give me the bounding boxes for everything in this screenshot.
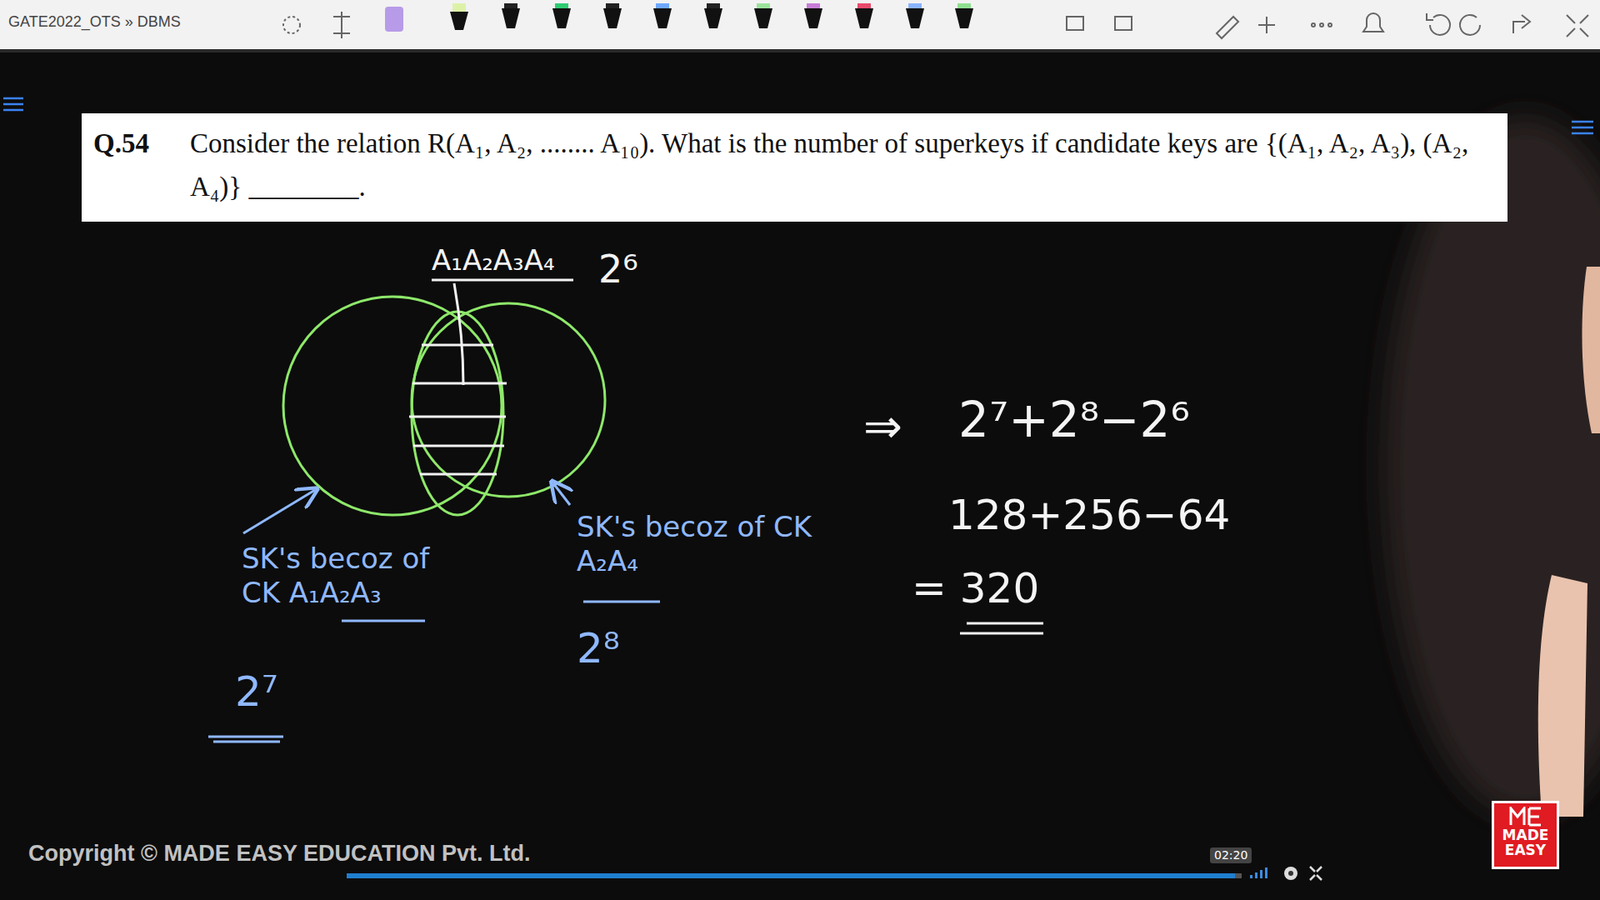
time-tooltip: 02:20 xyxy=(1210,847,1252,864)
implies-symbol: ⇒ xyxy=(863,398,903,455)
result: = 320 xyxy=(911,563,1040,614)
toolbar-icons xyxy=(283,11,1589,39)
attribute-set: A₁A₂A₃A₄ xyxy=(431,243,555,278)
presenter-arm xyxy=(1538,575,1588,817)
count-term: 2⁶ xyxy=(598,246,639,293)
logo-box: MADE EASY xyxy=(1491,800,1560,870)
count-term: 2⁷ xyxy=(235,666,279,717)
logo-monogram xyxy=(1509,806,1543,827)
presenter-shadow xyxy=(1383,116,1600,817)
presenter-face xyxy=(1581,266,1600,434)
player-icons xyxy=(1284,866,1322,880)
callout-text: SK's becoz of CK A₁A₂A₃ xyxy=(241,541,450,610)
progress-rest xyxy=(1235,873,1242,879)
breadcrumb: GATE2022_OTS » DBMS xyxy=(8,13,181,32)
pen-icons xyxy=(385,3,974,32)
logo-text: MADE EASY xyxy=(1497,828,1554,859)
count-term: 2⁸ xyxy=(576,623,620,674)
question-text: Consider the relation R(A₁, A₂, ........… xyxy=(190,121,1495,209)
question-box: Q.54 Consider the relation R(A₁, A₂, ....… xyxy=(81,113,1508,222)
question-number: Q.54 xyxy=(93,121,150,165)
underline xyxy=(208,601,660,742)
progress-bar xyxy=(346,873,1235,879)
formula: 2⁷+2⁸−2⁶ xyxy=(958,391,1190,450)
callout-text: SK's becoz of CK A₂A₄ xyxy=(576,510,877,579)
volume-icon xyxy=(1250,867,1268,879)
intersection-hatching xyxy=(409,280,574,475)
copyright-watermark: Copyright © MADE EASY EDUCATION Pvt. Ltd… xyxy=(28,840,530,867)
formula: 128+256−64 xyxy=(948,490,1230,540)
leader-arrow xyxy=(243,483,570,534)
venn-circles xyxy=(283,296,605,515)
toolbar xyxy=(0,0,1600,50)
toolbar-edge xyxy=(0,49,1600,53)
double-underline xyxy=(960,623,1044,634)
